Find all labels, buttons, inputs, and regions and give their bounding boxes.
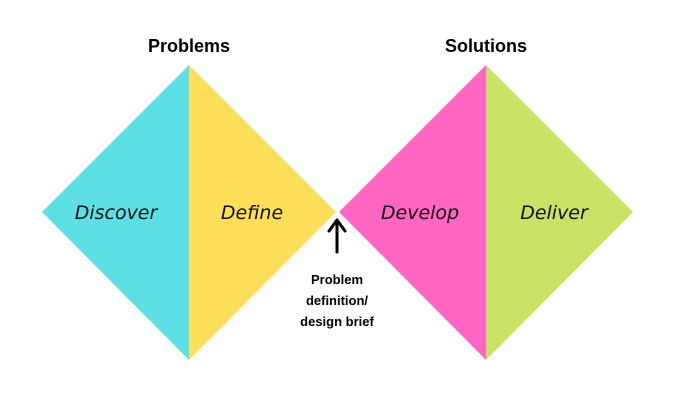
deliver-label: Deliver: [520, 202, 589, 224]
discover-triangle: [42, 65, 189, 360]
annotation-line-1: Problem: [311, 272, 363, 287]
develop-label: Develop: [381, 202, 459, 224]
define-triangle: [189, 65, 336, 360]
up-arrow-icon: [327, 218, 347, 254]
define-label: Define: [221, 202, 283, 224]
annotation-line-3: design brief: [300, 314, 374, 329]
solutions-heading: Solutions: [445, 36, 527, 56]
annotation-line-2: definition/: [306, 293, 368, 308]
discover-label: Discover: [75, 202, 159, 224]
problems-heading: Problems: [148, 36, 230, 56]
develop-triangle: [339, 65, 486, 360]
deliver-triangle: [486, 65, 633, 360]
